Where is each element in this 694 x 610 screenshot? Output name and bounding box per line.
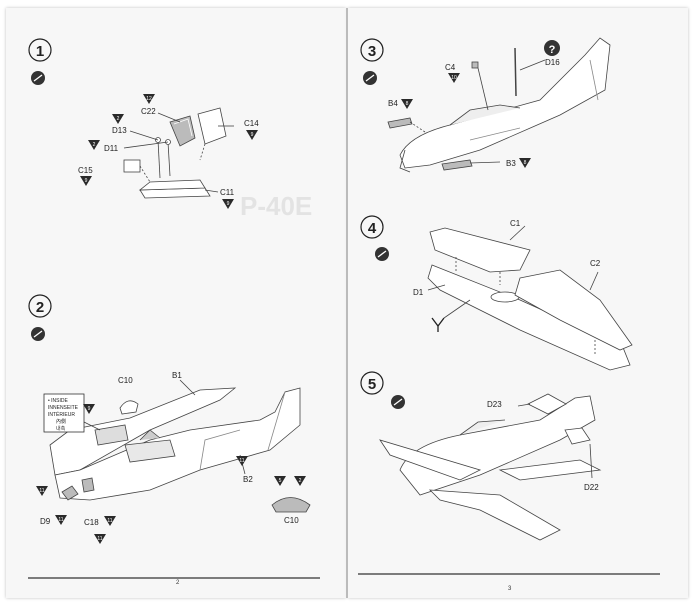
part-label-b1: B1 <box>172 371 182 380</box>
page-fold <box>346 8 348 598</box>
step-4: 4 C1 C2 D1 <box>360 215 633 371</box>
part-badge <box>448 73 460 83</box>
part-label-d11: D11 <box>104 144 119 153</box>
part-label-c1: C1 <box>510 219 521 228</box>
part-badge <box>143 94 155 104</box>
svg-text:5: 5 <box>279 478 282 484</box>
part-label-d13: D13 <box>112 126 127 135</box>
svg-text:9: 9 <box>85 178 88 184</box>
step-3-circle <box>360 38 384 62</box>
inside-note-line: INNENSEITE <box>48 405 79 411</box>
step-1-circle <box>28 38 52 62</box>
part-label-b4: B4 <box>388 99 398 108</box>
watermark-text: P-40E <box>240 191 312 221</box>
cut-icon <box>431 317 445 328</box>
part-label-c4: C4 <box>445 63 456 72</box>
step-4-number: 4 <box>368 220 377 237</box>
svg-text:9: 9 <box>251 132 254 138</box>
step-2-number: 2 <box>36 299 44 316</box>
svg-text:11: 11 <box>97 536 102 542</box>
part-label-c22: C22 <box>141 107 156 116</box>
step-2: 2 • INSIDE INNENSEITE INTÉRIEUR 內側 내측 9 … <box>28 294 311 544</box>
part-label-c18: C18 <box>84 518 99 527</box>
part-badge <box>55 515 67 525</box>
step-2-circle <box>28 294 52 318</box>
svg-text:2: 2 <box>117 116 120 122</box>
svg-text:2: 2 <box>299 478 302 484</box>
svg-text:11: 11 <box>107 518 112 524</box>
step-3: 3 ? C4 10 D16 B4 8 B3 8 <box>360 37 611 173</box>
help-icon <box>544 40 560 56</box>
part-badge <box>94 534 106 544</box>
part-label-c2: C2 <box>590 259 601 268</box>
svg-text:9: 9 <box>227 201 230 207</box>
svg-text:8: 8 <box>406 101 409 107</box>
part-badge <box>112 114 124 124</box>
part-badge <box>401 99 413 109</box>
part-label-b3: B3 <box>506 159 516 168</box>
svg-text:11: 11 <box>39 488 44 494</box>
inside-note-line: INTÉRIEUR <box>48 411 75 418</box>
step-4-circle <box>360 215 384 239</box>
part-label-d16: D16 <box>545 58 560 67</box>
svg-text:?: ? <box>549 44 556 56</box>
part-badge <box>236 456 248 466</box>
part-label-d23: D23 <box>487 400 502 409</box>
svg-text:11: 11 <box>239 458 244 464</box>
part-badge <box>80 176 92 186</box>
part-badge <box>246 130 258 140</box>
page-number-right: 3 <box>508 586 512 592</box>
inside-note-box <box>43 393 85 433</box>
part-label-c14: C14 <box>244 119 259 128</box>
part-label-d1: D1 <box>413 288 424 297</box>
part-badge <box>274 476 286 486</box>
part-badge <box>83 404 95 414</box>
step-1-number: 1 <box>36 43 44 60</box>
step-5-circle <box>360 371 384 395</box>
inside-note-line: 內側 <box>56 418 66 425</box>
part-c10-detail <box>271 497 311 513</box>
part-badge <box>36 486 48 496</box>
svg-text:8: 8 <box>524 160 527 166</box>
part-label-c10-detail: C10 <box>284 516 299 525</box>
svg-text:10: 10 <box>451 75 457 81</box>
part-badge <box>104 516 116 526</box>
svg-text:12: 12 <box>146 96 152 102</box>
part-label-c11: C11 <box>220 188 235 197</box>
part-badge <box>222 199 234 209</box>
svg-text:2: 2 <box>93 142 96 148</box>
part-label-b2: B2 <box>243 475 253 484</box>
part-label-c10: C10 <box>118 376 133 385</box>
part-label-d22: D22 <box>584 483 599 492</box>
part-badge <box>519 158 531 168</box>
inside-note-line: 내측 <box>56 425 66 432</box>
part-badge <box>88 140 100 150</box>
inside-note-line: • INSIDE <box>48 398 68 404</box>
step-5: 5 D23 D22 <box>360 371 602 541</box>
page-number-left: 2 <box>176 580 180 586</box>
part-badge <box>294 476 306 486</box>
step-1: 1 12 C22 2 D13 2 D11 C15 <box>28 38 259 209</box>
svg-text:11: 11 <box>58 517 63 523</box>
part-label-d9: D9 <box>40 517 51 526</box>
step-3-number: 3 <box>368 43 376 60</box>
svg-text:9: 9 <box>88 406 91 412</box>
step-5-number: 5 <box>368 376 376 393</box>
part-label-c15: C15 <box>78 166 93 175</box>
